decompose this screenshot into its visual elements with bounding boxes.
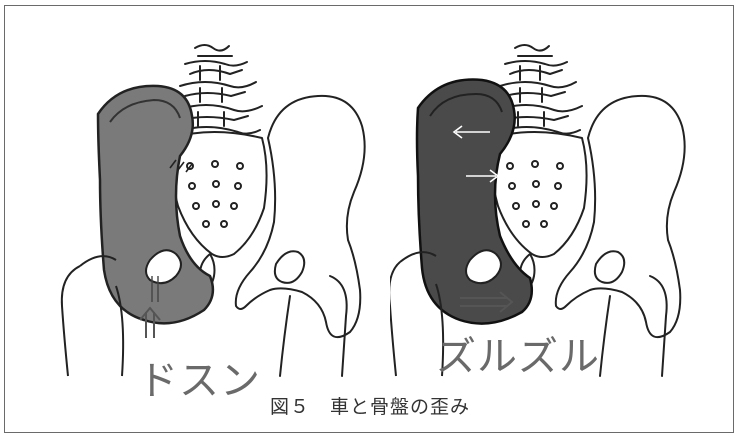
- figure-caption: 図５ 車と骨盤の歪み: [5, 392, 735, 419]
- pelvis-right-panel: ズルズル: [390, 26, 720, 396]
- figure-frame: ドスン: [4, 5, 734, 433]
- pelvis-left-illustration: [40, 26, 370, 396]
- pelvis-left-panel: ドスン: [40, 26, 370, 396]
- right-slide-label: ズルズル: [436, 324, 600, 382]
